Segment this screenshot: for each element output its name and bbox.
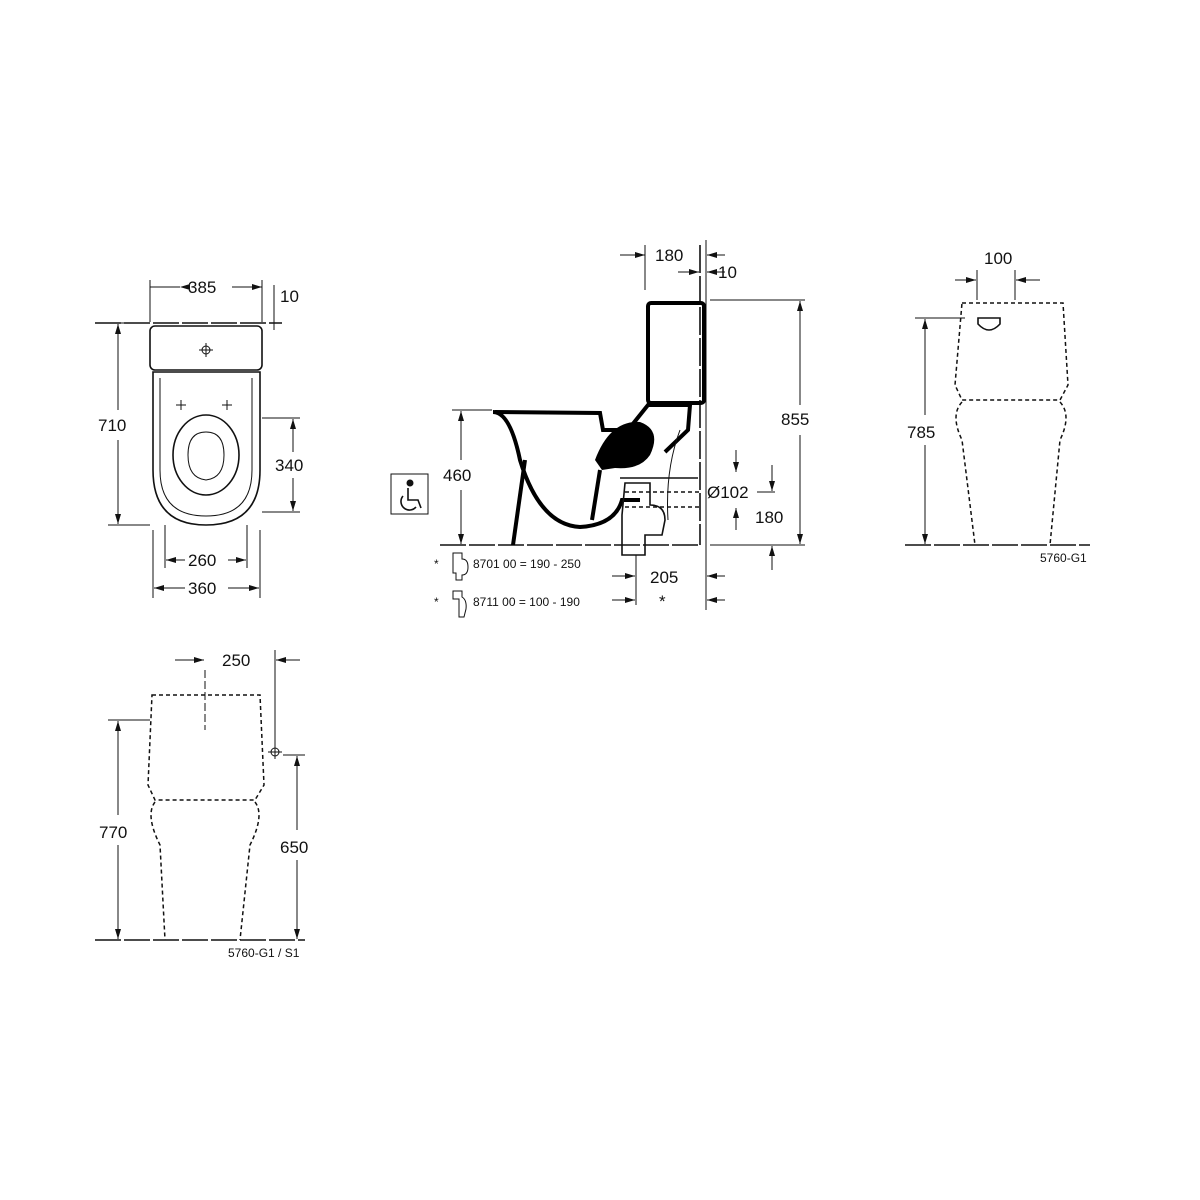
plan-total-width: 360 <box>188 579 216 598</box>
side-outlet-height: 180 <box>755 508 783 527</box>
front-right-label: 5760-G1 <box>1040 551 1087 565</box>
svg-text:*: * <box>434 595 439 609</box>
side-wall-gap: 10 <box>718 263 737 282</box>
front-bottom-inlet-height: 650 <box>280 838 308 857</box>
side-view: 180 10 855 460 Ø102 180 205 * * 8701 00 … <box>390 240 809 618</box>
side-outlet-distance: 205 <box>650 568 678 587</box>
svg-text:8701 00 = 190 - 250: 8701 00 = 190 - 250 <box>473 557 581 571</box>
plan-view: 385 10 710 340 260 360 <box>95 278 303 598</box>
side-seat-height: 460 <box>443 466 471 485</box>
side-outlet-diameter: Ø102 <box>707 483 749 502</box>
wheelchair-accessible-icon <box>390 473 429 515</box>
front-bottom-height: 770 <box>99 823 127 842</box>
plan-width-top: 385 <box>188 278 216 297</box>
plan-inner-width: 260 <box>188 551 216 570</box>
plan-wall-gap: 10 <box>280 287 299 306</box>
front-bottom-inlet-offset: 250 <box>222 651 250 670</box>
mounting-hole-icon <box>199 343 213 357</box>
front-bottom-label: 5760-G1 / S1 <box>228 946 300 960</box>
front-right-inlet-offset: 100 <box>984 249 1012 268</box>
front-right-height: 785 <box>907 423 935 442</box>
side-cistern-depth: 180 <box>655 246 683 265</box>
svg-text:*: * <box>434 557 439 571</box>
plan-seat-depth: 340 <box>275 456 303 475</box>
accessory-item: * 8711 00 = 100 - 190 <box>434 590 580 618</box>
side-total-height: 855 <box>781 410 809 429</box>
svg-text:8711 00 = 100 - 190: 8711 00 = 100 - 190 <box>473 595 580 609</box>
plan-depth: 710 <box>98 416 126 435</box>
accessory-item: * 8701 00 = 190 - 250 <box>434 552 581 581</box>
front-view-right: 100 785 5760-G1 <box>905 249 1090 565</box>
side-asterisk: * <box>659 592 666 611</box>
water-inlet-icon <box>268 745 282 759</box>
front-view-bottom: 250 770 650 5760-G1 / S1 <box>95 650 308 960</box>
